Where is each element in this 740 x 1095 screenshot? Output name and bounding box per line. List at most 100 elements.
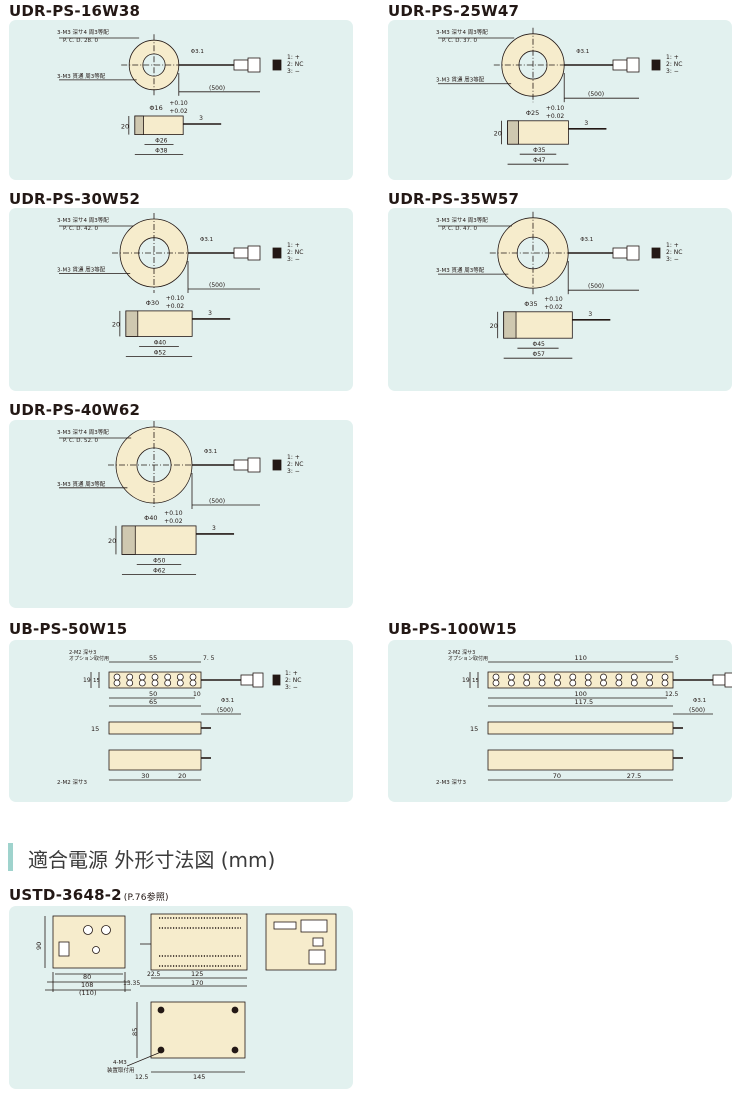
dimension-label: 15 — [472, 678, 479, 684]
dimension-label: 2: NC — [287, 61, 303, 68]
dimension-label: Φ40 — [144, 514, 157, 522]
dim-top-total: 170 — [191, 979, 203, 987]
dimension-label: Φ3.1 — [200, 237, 213, 243]
dimension-label: P. C. D. 42. 0 — [63, 226, 99, 232]
dimension-label: 3 — [199, 115, 203, 122]
dimension-label: 2: NC — [285, 677, 301, 684]
dimension-label: Φ3.1 — [576, 49, 589, 55]
dim-bottom-w: 145 — [193, 1073, 205, 1081]
dimension-label: 20 — [108, 537, 116, 545]
dim-w1: 80 — [83, 973, 91, 981]
dimension-label: 2-M2 深サ3 — [69, 649, 96, 656]
drawing-panel-power-supply: 90 80 108 (110) 22.5 125 170 13.35 85 4-… — [9, 906, 353, 1089]
dimension-label: 5 — [675, 655, 679, 662]
dimension-label: 2-M3 深サ3 — [436, 778, 466, 786]
dimension-label: 1: + — [287, 54, 300, 61]
dimension-label: P. C. D. 52. 0 — [63, 438, 99, 444]
dimension-label: オプション取付用 — [448, 655, 488, 662]
dimension-label: +0.02 — [169, 108, 188, 115]
section-title: 適合電源 外形寸法図 (mm) — [28, 848, 276, 872]
dim-bottom-gap: 12.5 — [135, 1074, 149, 1081]
dimension-label: (500) — [588, 283, 604, 290]
dimension-label: Φ45 — [533, 341, 546, 348]
dim-w3: (110) — [79, 989, 96, 997]
dimension-label: Φ30 — [146, 299, 159, 307]
dimension-label: Φ52 — [154, 349, 167, 356]
dimension-label: 3: − — [287, 468, 300, 475]
dimension-label: Φ47 — [533, 157, 546, 164]
dimension-label: 3: − — [287, 68, 300, 75]
dimension-label: 3-M3 深サ4 周3等配 — [57, 28, 109, 36]
dimension-label: 3-M3 深サ4 周3等配 — [436, 216, 488, 224]
dimension-label: オプション取付用 — [69, 655, 109, 662]
dimension-label: 1: + — [287, 454, 300, 461]
dimension-label: Φ35 — [524, 300, 537, 308]
dimension-label: 3-M3 深サ4 周3等配 — [436, 28, 488, 36]
dimension-label: 3-M3 深サ4 周3等配 — [57, 428, 109, 436]
dimension-label: Φ35 — [533, 147, 546, 154]
title-ub-ps-50w15: UB-PS-50W15 — [9, 620, 128, 638]
dimension-label: 3-M3 貫通 周3等配 — [57, 265, 106, 273]
dimension-label: 1: + — [285, 670, 298, 677]
dimension-label: 50 — [149, 690, 157, 698]
dimension-label: (500) — [209, 498, 225, 505]
dimension-label: 65 — [149, 698, 157, 706]
dimension-label: 100 — [575, 690, 587, 698]
dimension-label: 15 — [93, 678, 100, 684]
dimension-label: Φ62 — [153, 567, 166, 574]
title-udr-ps-40w62: UDR-PS-40W62 — [9, 401, 141, 419]
dimension-label: +0.10 — [169, 100, 188, 107]
dimension-label: 3: − — [285, 684, 298, 691]
dimension-label: 3 — [212, 525, 216, 532]
dimension-label: Φ3.1 — [693, 698, 706, 704]
dimension-label: 2: NC — [287, 249, 303, 256]
callout-4m3: 4-M3 — [113, 1060, 127, 1066]
dimension-label: 3: − — [666, 256, 679, 263]
power-ref: (P.76参照) — [123, 893, 169, 903]
power-supply-drawing: 90 80 108 (110) 22.5 125 170 13.35 85 4-… — [35, 913, 337, 1081]
dimension-label: Φ3.1 — [204, 449, 217, 455]
dimension-label: Φ26 — [155, 138, 168, 145]
dimension-label: 3 — [208, 310, 212, 317]
dimension-label: 1: + — [666, 242, 679, 249]
dimension-label: Φ57 — [533, 351, 546, 358]
power-model: USTD-3648-2 — [9, 886, 122, 904]
dimension-label: (500) — [689, 707, 705, 714]
dimension-label: 1: + — [666, 54, 679, 61]
dim-front-height: 90 — [35, 942, 43, 950]
dimension-label: Φ50 — [153, 557, 166, 564]
dimension-label: P. C. D. 47. 0 — [442, 226, 478, 232]
title-udr-ps-30w52: UDR-PS-30W52 — [9, 190, 141, 208]
dimension-label: 3-M3 貫通 周3等配 — [436, 76, 485, 84]
dimension-label: 2: NC — [666, 61, 682, 68]
dim-top-edge: 13.35 — [123, 980, 140, 987]
dimension-label: 3-M3 貫通 周3等配 — [57, 72, 106, 80]
section-accent-bar — [8, 843, 13, 871]
dimension-label: 110 — [575, 654, 587, 662]
dimension-label: 2: NC — [666, 249, 682, 256]
title-udr-ps-16w38: UDR-PS-16W38 — [9, 2, 141, 20]
dimension-label: +0.02 — [544, 304, 563, 311]
dimension-label: 15 — [91, 725, 99, 733]
dimension-label: 2: NC — [287, 461, 303, 468]
dimension-label: +0.02 — [166, 303, 185, 310]
dimension-label: 55 — [149, 654, 157, 662]
dimension-label: P. C. D. 37. 0 — [442, 38, 478, 44]
dimension-label: +0.10 — [546, 105, 565, 112]
dimension-label: 20 — [494, 130, 502, 138]
dimension-label: 3-M3 深サ4 周3等配 — [57, 216, 109, 224]
dimension-label: 27.5 — [627, 772, 641, 780]
dimension-label: 12.5 — [665, 691, 679, 698]
dimension-label: 3: − — [666, 68, 679, 75]
dim-depth: 85 — [131, 1028, 139, 1036]
dimension-label: +0.10 — [164, 510, 183, 517]
